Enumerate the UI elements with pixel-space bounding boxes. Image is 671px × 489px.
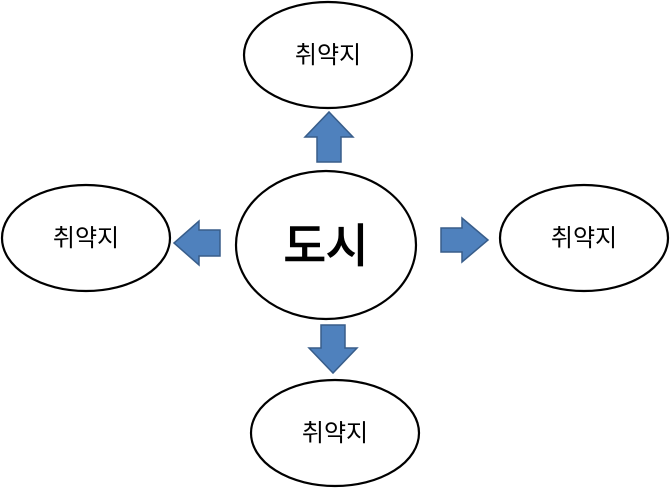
- node-top-ellipse: [242, 0, 414, 110]
- node-right: 취약지: [498, 183, 670, 293]
- node-center: 도시: [234, 169, 418, 321]
- node-bottom-ellipse: [249, 378, 421, 488]
- arrow-right: [440, 216, 490, 264]
- node-bottom-label: 취약지: [302, 419, 368, 447]
- node-right-label: 취약지: [551, 224, 617, 252]
- arrow-up: [303, 110, 355, 163]
- arrow-down: [307, 324, 359, 375]
- arrow-left: [172, 219, 221, 267]
- node-left: 취약지: [0, 183, 172, 293]
- node-right-ellipse: [498, 183, 670, 293]
- node-left-ellipse: [0, 183, 172, 293]
- node-top-label: 취약지: [295, 41, 361, 69]
- node-top: 취약지: [242, 0, 414, 110]
- node-left-label: 취약지: [53, 224, 119, 252]
- node-center-label: 도시: [284, 219, 369, 273]
- node-center-ellipse: [234, 169, 418, 321]
- node-bottom: 취약지: [249, 378, 421, 488]
